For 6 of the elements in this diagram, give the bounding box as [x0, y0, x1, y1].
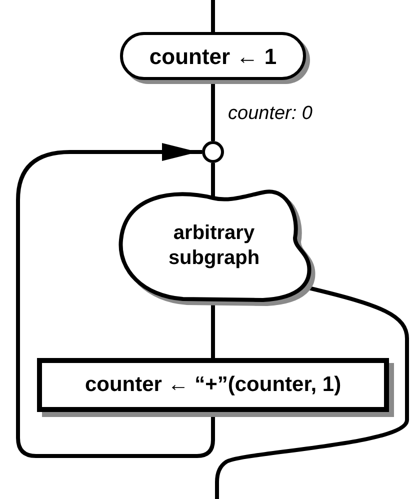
- connector-line: [211, 301, 215, 358]
- connector-line: [215, 286, 409, 499]
- connector-line: [211, 0, 215, 32]
- connector-line: [211, 163, 215, 198]
- arrow: [16, 143, 215, 458]
- node-text: arbitrary subgraph: [167, 221, 261, 271]
